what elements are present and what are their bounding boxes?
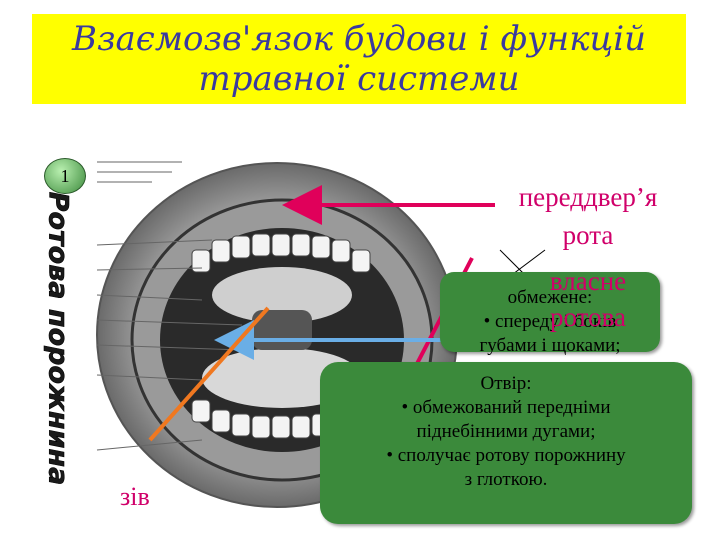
bubble1-line2: • спереду і боків bbox=[483, 311, 617, 332]
palate bbox=[212, 267, 352, 323]
bubble2-line3: піднебінними дугами; bbox=[416, 421, 596, 442]
bubble2-line4: • сполучає ротову порожнину bbox=[386, 445, 626, 466]
bubble2-line1: Отвір: bbox=[480, 373, 532, 394]
proper-cavity-callout: обмежене: • спереду і боків губами і щок… bbox=[440, 272, 660, 356]
slide-number-badge: 1 bbox=[44, 158, 86, 194]
zev-arrow bbox=[148, 306, 270, 442]
title-line-1: Взаємозв'язок будови і функцій bbox=[71, 19, 646, 59]
upper-teeth bbox=[191, 233, 371, 273]
slide-number: 1 bbox=[60, 165, 70, 186]
bubble1-line1: обмежене: bbox=[507, 287, 593, 308]
title-line-2: травної системи bbox=[198, 59, 520, 99]
vestibule-label-line2: рота bbox=[562, 220, 614, 250]
proper-cavity-label: власне ротова bbox=[528, 266, 648, 332]
fauces-callout: Отвір: • обмежований передніми піднебінн… bbox=[320, 362, 692, 524]
vestibule-label-line1: переддвер’я bbox=[518, 182, 658, 212]
zev-label: зів bbox=[120, 482, 150, 511]
vestibule-label: переддвер’я рота bbox=[478, 178, 698, 254]
proper-label-line1: власне bbox=[549, 266, 627, 296]
bubble2-line5: з глоткою. bbox=[464, 469, 548, 490]
proper-label-line2: ротова bbox=[550, 302, 626, 332]
bubble1-line3: губами і щоками; bbox=[479, 335, 621, 356]
bubble2-line2: • обмежований передніми bbox=[401, 397, 611, 418]
title-banner: Взаємозв'язок будови і функцій травної с… bbox=[32, 14, 686, 104]
